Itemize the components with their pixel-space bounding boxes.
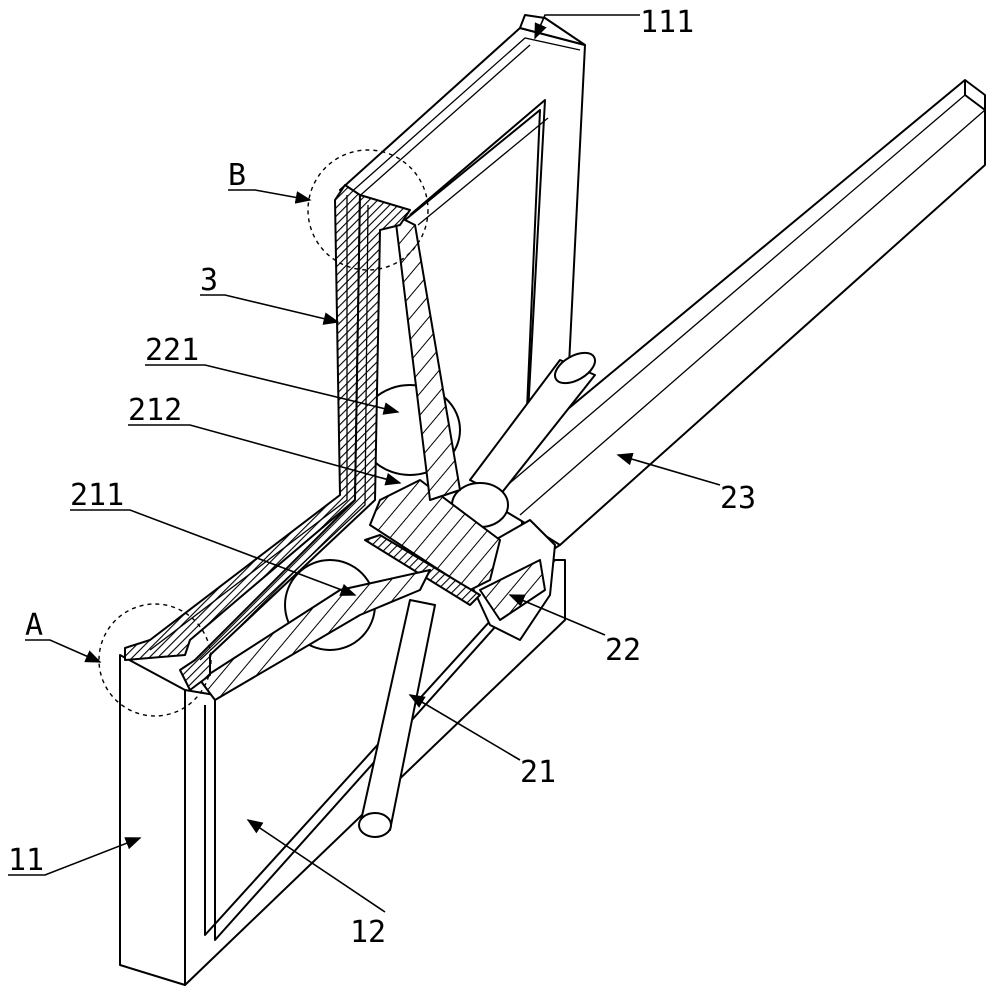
rod-21 <box>358 599 436 838</box>
leader-lines <box>8 14 721 913</box>
section-3 <box>124 184 411 691</box>
blade-221 <box>394 214 461 501</box>
label-22: 22 <box>605 633 641 668</box>
label-23: 23 <box>720 481 756 516</box>
label-212: 212 <box>128 393 182 428</box>
label-b: B <box>228 158 246 193</box>
label-a: A <box>25 608 43 643</box>
detail-circle-b <box>307 149 429 271</box>
rod-upper <box>469 351 596 496</box>
label-221: 221 <box>145 333 199 368</box>
label-21: 21 <box>520 755 556 790</box>
bar-23 <box>469 79 986 546</box>
detail-circle-a <box>98 603 212 717</box>
label-11: 11 <box>8 843 44 878</box>
label-111: 111 <box>640 5 694 40</box>
label-211: 211 <box>70 478 124 513</box>
label-12: 12 <box>350 915 386 950</box>
block-22 <box>364 479 546 621</box>
label-3: 3 <box>200 263 218 298</box>
